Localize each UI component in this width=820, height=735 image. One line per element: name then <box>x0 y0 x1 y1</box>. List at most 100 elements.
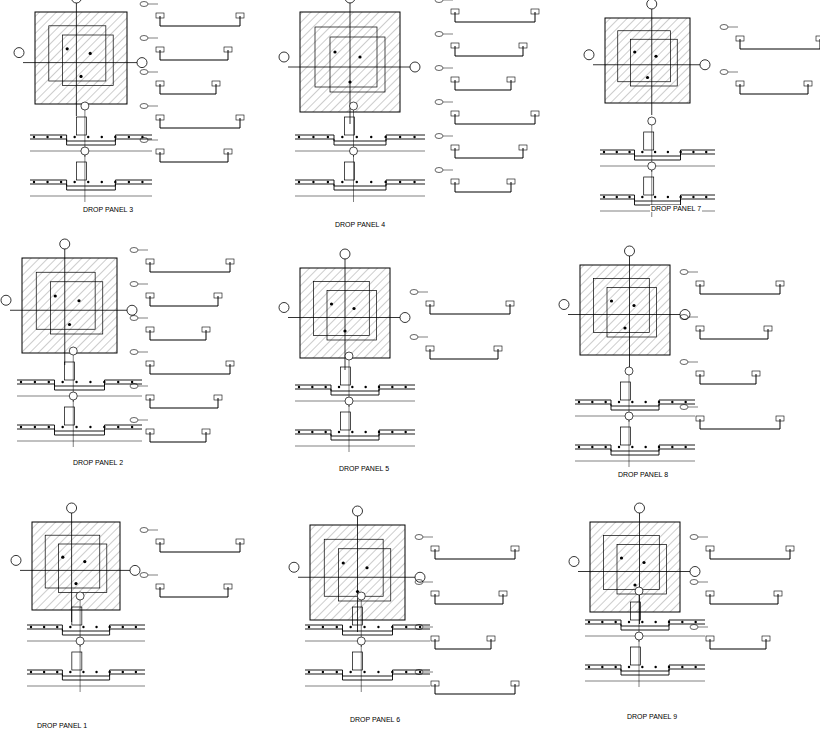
rebar-shape <box>740 39 820 49</box>
leader-line <box>423 537 433 538</box>
bar-mark <box>130 384 138 389</box>
marker-dot <box>74 582 77 585</box>
grid-bubble <box>415 572 425 582</box>
grid-line <box>651 8 652 115</box>
grid-bubble <box>81 147 89 155</box>
rebar-dot <box>641 196 643 198</box>
rebar-shape <box>455 148 523 158</box>
grid-line <box>298 577 415 578</box>
marker-dot <box>61 556 64 559</box>
bar-tag <box>146 395 154 400</box>
bar-tag <box>202 327 210 332</box>
rebar-shape <box>700 419 780 429</box>
marker-dot <box>633 583 636 586</box>
bar-tag <box>224 149 232 154</box>
bar-mark <box>435 32 443 37</box>
bar-tag <box>506 301 514 306</box>
bar-mark <box>435 100 443 105</box>
leader-line <box>148 530 158 531</box>
rebar-dot <box>141 181 143 183</box>
bar-tag <box>531 9 539 14</box>
rebar-dot <box>30 671 32 673</box>
rebar-dot <box>114 181 116 183</box>
leader-line <box>138 250 148 251</box>
bar-tag <box>451 145 459 150</box>
bar-tag <box>146 327 154 332</box>
bar-mark <box>140 104 148 109</box>
bar-tag <box>531 111 539 116</box>
rebar-shape <box>455 182 511 192</box>
bar-mark <box>690 535 698 540</box>
grid-bubble <box>340 249 350 259</box>
rebar-dot <box>108 671 110 673</box>
rebar-dot <box>322 626 324 628</box>
dimension-line <box>305 686 430 687</box>
rebar-dot <box>378 386 380 388</box>
dimension-line <box>295 151 425 152</box>
bar-tag <box>236 13 244 18</box>
bar-tag <box>146 361 154 366</box>
drop-outline <box>51 282 103 334</box>
rebar-dot <box>95 626 97 628</box>
rebar-dot <box>338 386 340 388</box>
bar-tag <box>706 546 714 551</box>
bar-mark <box>140 36 148 41</box>
rebar-dot <box>311 431 313 433</box>
rebar-dot <box>61 426 63 428</box>
marker-dot <box>646 76 649 79</box>
grid-line <box>639 640 640 687</box>
bar-tag <box>774 591 782 596</box>
rebar-shape <box>710 594 778 604</box>
rebar-dot <box>399 136 401 138</box>
rebar-dot <box>122 626 124 628</box>
rebar-dot <box>591 446 593 448</box>
column-outline <box>314 282 370 336</box>
marker-dot <box>68 323 71 326</box>
marker-dot <box>343 329 346 332</box>
grid-line <box>288 317 400 318</box>
rebar-dot <box>48 381 50 383</box>
rebar-dot <box>312 181 314 183</box>
rebar-dot <box>668 666 670 668</box>
rebar-dot <box>364 386 366 388</box>
section-outline <box>17 380 142 390</box>
leader-line <box>138 352 148 353</box>
bar-tag <box>487 636 495 641</box>
rebar-shape <box>160 84 216 94</box>
bar-tag <box>146 293 154 298</box>
bar-tag <box>426 346 434 351</box>
rebar-dot <box>351 386 353 388</box>
rebar-dot <box>684 446 686 448</box>
rebar-shape <box>435 549 515 559</box>
bar-tag <box>224 47 232 52</box>
bar-mark <box>435 0 443 3</box>
grid-bubble <box>648 117 656 125</box>
bar-mark <box>140 70 148 75</box>
rebar-dot <box>616 196 618 198</box>
column-section <box>344 162 354 180</box>
leader-line <box>148 140 158 141</box>
grid-bubble <box>357 592 365 600</box>
section-outline <box>305 670 430 680</box>
bar-tag <box>736 36 744 41</box>
leader-line <box>148 72 158 73</box>
bar-mark <box>140 573 148 578</box>
rebar-shape <box>150 364 230 374</box>
leader-line <box>443 68 453 69</box>
grid-bubble <box>60 239 70 249</box>
rebar-dot <box>46 181 48 183</box>
rebar-shape <box>160 542 240 552</box>
grid-bubble <box>289 562 299 572</box>
bar-tag <box>212 81 220 86</box>
grid-bubble <box>647 0 657 9</box>
bar-tag <box>426 301 434 306</box>
section-outline <box>585 665 705 675</box>
rebar-dot <box>377 626 379 628</box>
rebar-shape <box>160 118 240 128</box>
dimension-line <box>27 641 145 642</box>
leader-line <box>728 72 738 73</box>
grid-bubble <box>559 300 569 310</box>
rebar-dot <box>82 671 84 673</box>
grid-bubble <box>127 305 137 315</box>
section-outline <box>30 135 152 145</box>
